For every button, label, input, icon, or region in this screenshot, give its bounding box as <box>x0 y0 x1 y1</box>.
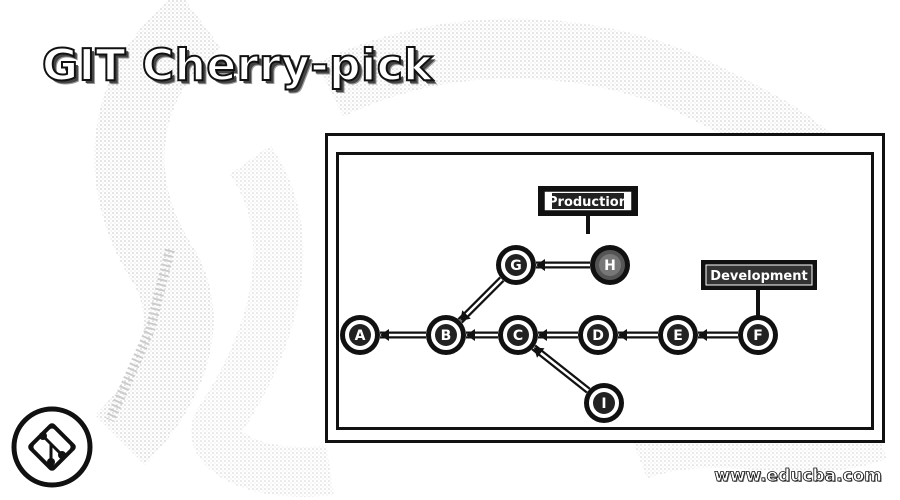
commit-nodes: A B C D E F G H I <box>340 245 778 423</box>
edge-I-C <box>531 344 591 394</box>
edge-B-A <box>380 329 426 341</box>
commit-e: E <box>658 315 698 355</box>
watermark: www.educba.com <box>714 466 883 487</box>
commit-b: B <box>426 315 466 355</box>
commit-f: F <box>738 315 778 355</box>
branch-label-development-text: Development <box>710 269 807 284</box>
commit-a: A <box>340 315 380 355</box>
commit-f-label: F <box>753 328 763 344</box>
commit-g: G <box>496 245 536 285</box>
commit-c-label: C <box>513 328 523 344</box>
edge-C-B <box>466 329 498 341</box>
commit-i: I <box>584 383 624 423</box>
commit-d-label: D <box>592 328 604 344</box>
commit-h-label: H <box>604 258 616 274</box>
commit-e-label: E <box>673 328 683 344</box>
commit-graph: Production Development A B C D E F G H I <box>340 186 817 423</box>
diagram-panel: Production Development A B C D E F G H I <box>325 133 885 443</box>
diagram-frame <box>336 152 874 430</box>
edge-D-C <box>538 329 578 341</box>
branch-label-production: Production <box>538 186 638 234</box>
page-title: GIT Cherry-pick <box>41 39 434 92</box>
edge-E-D <box>618 329 658 341</box>
edge-F-E <box>698 329 738 341</box>
git-logo-icon <box>11 406 93 488</box>
commit-b-label: B <box>441 328 452 344</box>
commit-h: H <box>590 245 630 285</box>
branch-label-development: Development <box>701 260 817 316</box>
edge-G-B <box>457 276 505 324</box>
edge-H-G <box>536 259 590 271</box>
branch-label-production-text: Production <box>548 195 628 210</box>
commit-edges <box>380 259 738 394</box>
commit-d: D <box>578 315 618 355</box>
commit-a-label: A <box>355 328 366 344</box>
commit-g-label: G <box>510 258 522 274</box>
commit-i-label: I <box>601 396 606 412</box>
commit-c: C <box>498 315 538 355</box>
